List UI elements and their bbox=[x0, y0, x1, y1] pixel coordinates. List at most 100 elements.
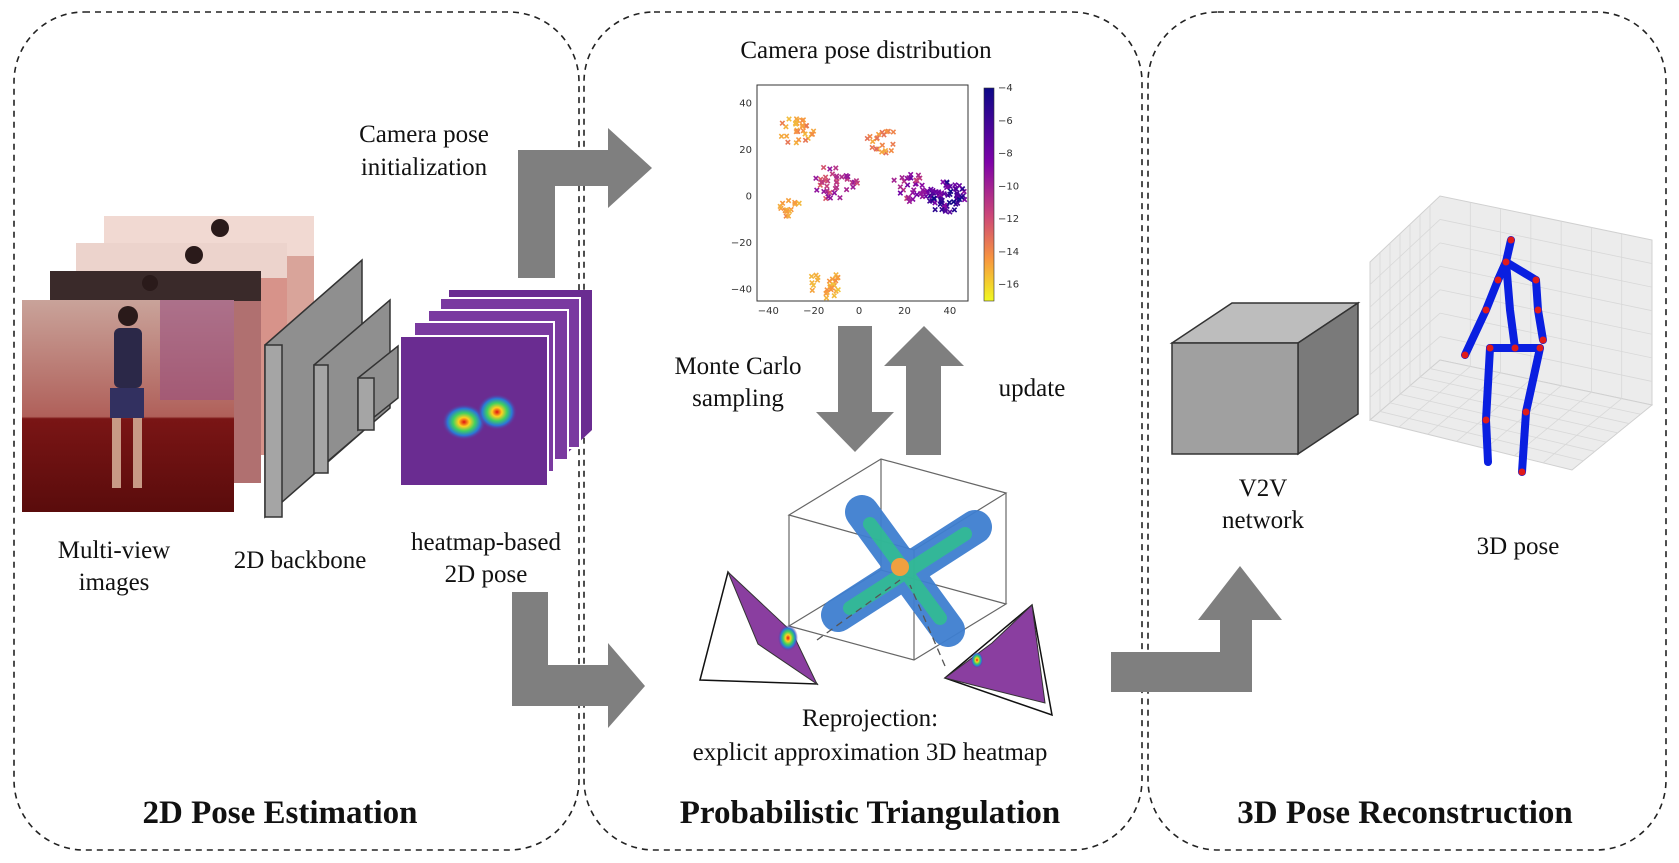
grid-line bbox=[1542, 398, 1622, 464]
scatter-point bbox=[869, 138, 876, 145]
scatter-point bbox=[785, 139, 791, 145]
heatmap-center-peak bbox=[891, 558, 909, 576]
colorbar-tick: −16 bbox=[998, 280, 1019, 291]
scatter-y-tick: −40 bbox=[731, 284, 752, 295]
camera-left bbox=[699, 570, 819, 686]
heatmap-blob-2 bbox=[477, 394, 517, 430]
scatter-point bbox=[831, 293, 838, 299]
scatter-point bbox=[914, 191, 920, 198]
panel-title-middle: Probabilistic Triangulation bbox=[680, 795, 1060, 831]
grid-line bbox=[1429, 368, 1641, 415]
scatter-point bbox=[930, 187, 936, 194]
monte-carlo-label-line1: Monte Carlo bbox=[674, 353, 801, 380]
scatter-point bbox=[937, 193, 943, 199]
multiview-label-line1: Multi-view bbox=[58, 537, 171, 564]
scatter-point bbox=[843, 172, 850, 179]
scatter-point bbox=[879, 142, 886, 148]
scatter-x-tick: 20 bbox=[898, 306, 911, 317]
grid-line bbox=[1398, 366, 1471, 428]
scatter-colorbar bbox=[983, 87, 995, 302]
scatter-point bbox=[809, 131, 816, 138]
scatter-point bbox=[947, 209, 953, 215]
view-image-1 bbox=[22, 300, 234, 512]
multiview-label-line2: images bbox=[79, 569, 150, 596]
scatter-point bbox=[891, 177, 897, 183]
scatter-point bbox=[778, 133, 785, 140]
scatter-point bbox=[940, 179, 946, 185]
scatter-point bbox=[794, 128, 801, 135]
reprojection-input-arrow bbox=[512, 592, 645, 728]
scatter-point bbox=[954, 190, 960, 197]
scatter-point bbox=[906, 198, 913, 205]
update-up-arrow bbox=[884, 326, 964, 455]
scatter-y-tick: 20 bbox=[739, 145, 752, 156]
scatter-point bbox=[815, 274, 821, 281]
scatter-y-tick: 40 bbox=[739, 99, 752, 110]
scatter-x-tick: 0 bbox=[856, 306, 862, 317]
scatter-point bbox=[904, 175, 911, 182]
grid-line bbox=[1369, 312, 1441, 376]
scatter-point bbox=[831, 190, 838, 196]
panel-right-frame bbox=[1147, 11, 1667, 851]
scatter-point bbox=[824, 183, 830, 189]
scatter-point bbox=[941, 191, 947, 197]
scatter-point bbox=[881, 132, 887, 138]
colorbar-tick: −10 bbox=[998, 181, 1019, 192]
grid-line bbox=[1369, 289, 1441, 353]
scatter-point bbox=[939, 206, 945, 213]
grid-line bbox=[1409, 385, 1618, 434]
scatter-point bbox=[834, 274, 841, 281]
grid-line bbox=[1439, 265, 1653, 312]
grid-line bbox=[1369, 242, 1441, 308]
scatter-point bbox=[935, 189, 942, 195]
scatter-point bbox=[833, 179, 840, 186]
heatmap-label-line1: heatmap-based bbox=[411, 529, 561, 556]
scatter-point bbox=[938, 199, 945, 206]
colorbar-tick: −6 bbox=[998, 116, 1013, 127]
scatter-x-tick: −40 bbox=[758, 306, 779, 317]
grid-line bbox=[1439, 242, 1653, 288]
scatter-point bbox=[833, 184, 840, 191]
scatter-point bbox=[869, 144, 875, 151]
scatter-point bbox=[779, 120, 786, 126]
scatter-point bbox=[808, 273, 815, 280]
scatter-point bbox=[897, 190, 904, 196]
scatter-point bbox=[873, 146, 880, 152]
scatter-point bbox=[827, 166, 833, 172]
scatter-point bbox=[888, 147, 895, 154]
monte-carlo-down-arrow bbox=[816, 326, 894, 452]
scatter-point bbox=[943, 184, 950, 191]
grid-line bbox=[1369, 265, 1441, 331]
scatter-point bbox=[951, 207, 958, 213]
grid-line bbox=[1439, 219, 1653, 264]
scatter-point bbox=[799, 122, 806, 129]
scatter-point bbox=[829, 171, 836, 177]
scatter-point bbox=[826, 278, 833, 284]
pose-3d-plot bbox=[1368, 195, 1654, 476]
scatter-point bbox=[932, 200, 938, 206]
scatter-point bbox=[843, 186, 850, 193]
grid-line bbox=[1389, 402, 1595, 452]
scatter-colorbar-ticks: −4−6−8−10−12−14−16 bbox=[998, 83, 1019, 291]
heatmap-stack bbox=[399, 290, 592, 487]
scatter-point bbox=[890, 129, 897, 135]
view-background-figures bbox=[142, 219, 229, 291]
v2v-label-line1: V2V bbox=[1239, 475, 1288, 502]
scatter-point bbox=[850, 184, 856, 190]
grid-line bbox=[1379, 411, 1584, 462]
scatter-point bbox=[833, 173, 840, 179]
scatter-point bbox=[799, 117, 806, 124]
scatter-point bbox=[777, 203, 783, 210]
pose-3d-joints bbox=[1461, 236, 1547, 476]
multiview-image-stack bbox=[22, 216, 314, 512]
scatter-y-tick: 0 bbox=[746, 191, 752, 202]
scatter-point bbox=[910, 196, 916, 203]
grid-line bbox=[1369, 219, 1441, 285]
scatter-point bbox=[875, 131, 882, 138]
scatter-x-tick: 40 bbox=[943, 306, 956, 317]
scatter-point bbox=[809, 287, 816, 294]
reprojection-3d-heatmap bbox=[699, 458, 1053, 717]
